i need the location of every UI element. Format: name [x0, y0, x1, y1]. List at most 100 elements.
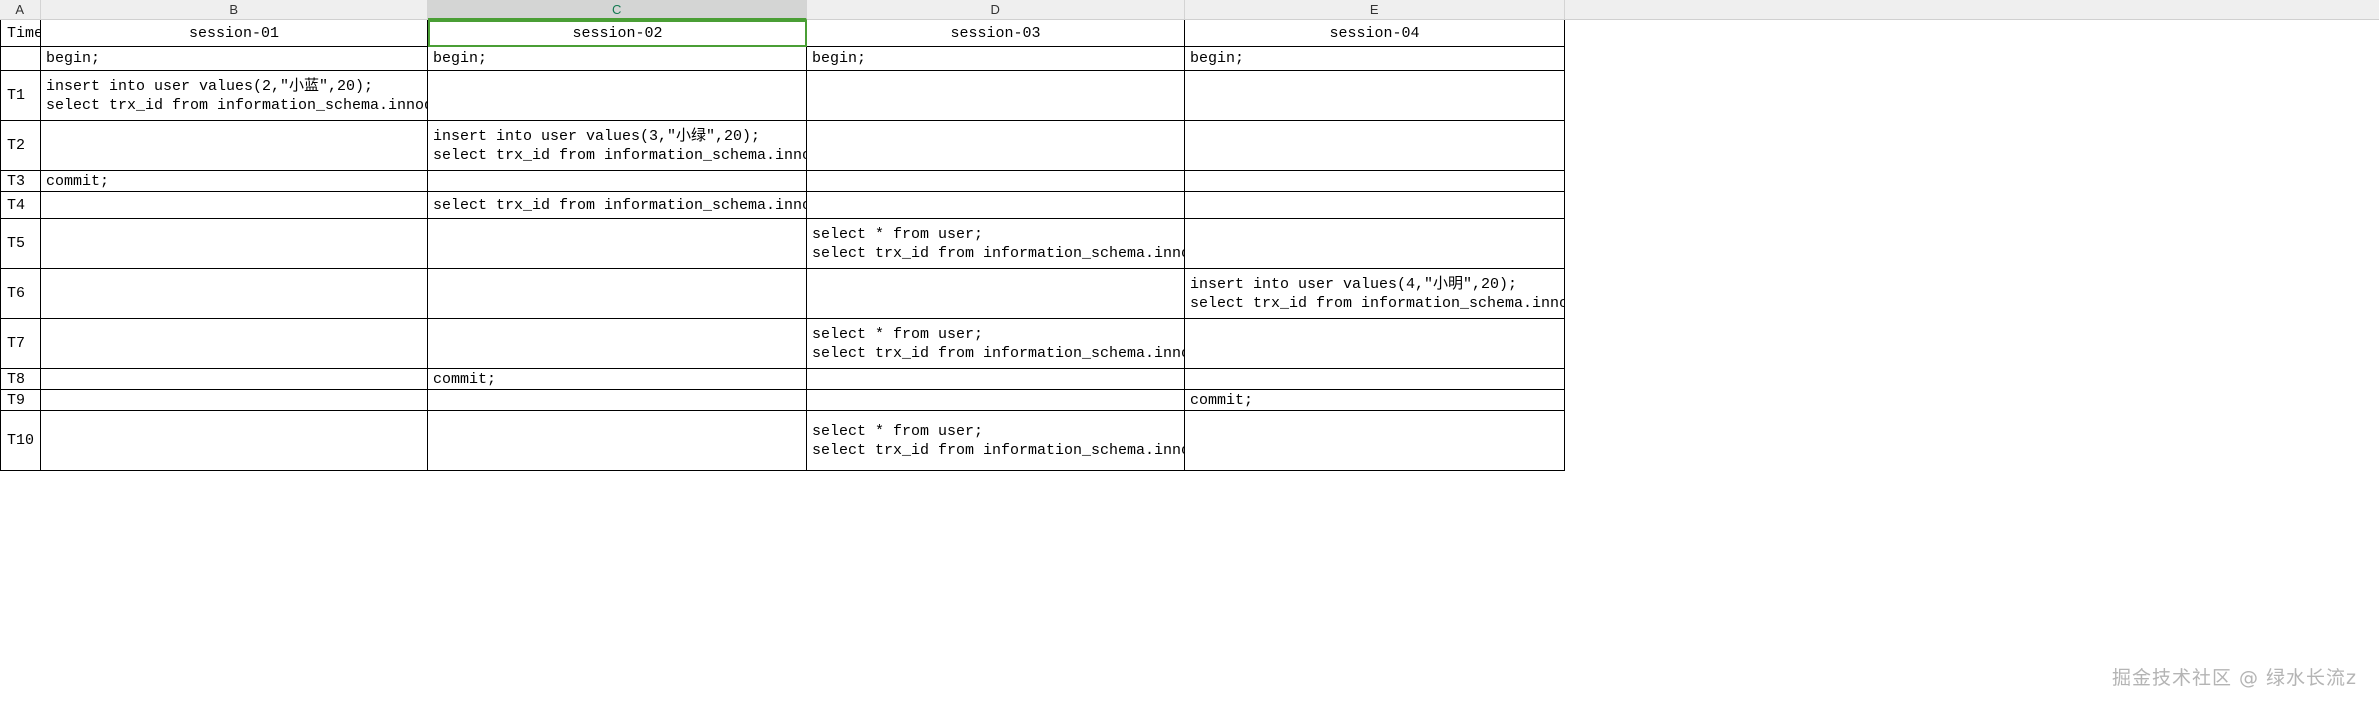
- cell-r10-c3[interactable]: select * from user;select trx_id from in…: [807, 411, 1185, 471]
- cell-r3-c3[interactable]: [807, 171, 1185, 192]
- cell-r3-c2[interactable]: [428, 171, 807, 192]
- cell-r1-c2[interactable]: [428, 71, 807, 121]
- cell-r1-c3[interactable]: [807, 71, 1185, 121]
- header-cell-time[interactable]: Time: [0, 20, 41, 47]
- cell-r9-c4[interactable]: commit;: [1185, 390, 1565, 411]
- cell-text-line: select trx_id from information_schema.in…: [46, 96, 427, 114]
- header-cell-session-4[interactable]: session-04: [1185, 20, 1565, 47]
- cell-text-line: select trx_id from information_schema.in…: [433, 196, 806, 214]
- cell-text-line: select trx_id from information_schema.in…: [812, 441, 1184, 459]
- cell-r0-c1[interactable]: begin;: [41, 47, 428, 71]
- cell-r8-c2[interactable]: commit;: [428, 369, 807, 390]
- cell-r10-c1[interactable]: [41, 411, 428, 471]
- cell-r5-c1[interactable]: [41, 219, 428, 269]
- cell-text-line: begin;: [46, 50, 101, 67]
- cell-r5-c4[interactable]: [1185, 219, 1565, 269]
- cell-text-line: select trx_id from information_schema.in…: [812, 344, 1184, 362]
- cell-r2-c2[interactable]: insert into user values(3,"小绿",20);selec…: [428, 121, 807, 171]
- header-cell-session-1[interactable]: session-01: [41, 20, 428, 47]
- cell-r8-c4[interactable]: [1185, 369, 1565, 390]
- cell-r7-c4[interactable]: [1185, 319, 1565, 369]
- row-label-cell[interactable]: T1: [0, 71, 41, 121]
- cell-r7-c1[interactable]: [41, 319, 428, 369]
- header-label-session-2: session-02: [572, 25, 663, 42]
- cell-text-line: select * from user;: [812, 325, 984, 343]
- cell-r4-c1[interactable]: [41, 192, 428, 219]
- row-label-cell[interactable]: T8: [0, 369, 41, 390]
- table-row: T9 commit;: [0, 390, 2379, 411]
- column-header-d[interactable]: D: [807, 0, 1185, 20]
- cell-r2-c3[interactable]: [807, 121, 1185, 171]
- sheet-grid: Time session-01 session-02 session-03 sessio…: [0, 20, 2379, 471]
- header-cell-session-2[interactable]: session-02: [428, 20, 807, 47]
- cell-r4-c3[interactable]: [807, 192, 1185, 219]
- column-header-c[interactable]: C: [428, 0, 807, 20]
- cell-r4-c4[interactable]: [1185, 192, 1565, 219]
- cell-text-line: commit;: [1190, 391, 1254, 409]
- cell-r7-c3[interactable]: select * from user;select trx_id from in…: [807, 319, 1185, 369]
- row-label-cell[interactable]: T10: [0, 411, 41, 471]
- table-row: T7 select * from user;select trx_id from …: [0, 319, 2379, 369]
- cell-r6-c1[interactable]: [41, 269, 428, 319]
- row-label: T10: [7, 432, 35, 449]
- cell-r0-c3[interactable]: begin;: [807, 47, 1185, 71]
- row-label: T1: [7, 87, 26, 104]
- cell-r3-c1[interactable]: commit;: [41, 171, 428, 192]
- cell-r0-c4[interactable]: begin;: [1185, 47, 1565, 71]
- header-cell-session-3[interactable]: session-03: [807, 20, 1185, 47]
- cell-r1-c4[interactable]: [1185, 71, 1565, 121]
- column-header-b[interactable]: B: [41, 0, 428, 20]
- header-label-time: Time: [7, 24, 41, 42]
- cell-text-line: select trx_id from information_schema.in…: [812, 244, 1184, 262]
- cell-text-line: select * from user;: [812, 422, 984, 440]
- row-label-cell[interactable]: T2: [0, 121, 41, 171]
- cell-r9-c3[interactable]: [807, 390, 1185, 411]
- cell-r2-c4[interactable]: [1185, 121, 1565, 171]
- cell-r2-c1[interactable]: [41, 121, 428, 171]
- column-header-a[interactable]: A: [0, 0, 41, 20]
- row-label-cell[interactable]: T9: [0, 390, 41, 411]
- table-row: T5 select * from user;select trx_id from …: [0, 219, 2379, 269]
- column-header-e[interactable]: E: [1185, 0, 1565, 20]
- cell-r0-c2[interactable]: begin;: [428, 47, 807, 71]
- row-label-cell[interactable]: T3: [0, 171, 41, 192]
- session-header-row: Time session-01 session-02 session-03 sessio…: [0, 20, 2379, 47]
- cell-r10-c2[interactable]: [428, 411, 807, 471]
- cell-text-line: select * from user;: [812, 225, 984, 243]
- watermark: 掘金技术社区 @ 绿水长流z: [2111, 667, 2357, 689]
- cell-r6-c4[interactable]: insert into user values(4,"小明",20);selec…: [1185, 269, 1565, 319]
- header-label-session-4: session-04: [1329, 24, 1420, 42]
- cell-r6-c3[interactable]: [807, 269, 1185, 319]
- cell-text-line: select trx_id from information_schema.in…: [1190, 294, 1564, 312]
- header-label-session-3: session-03: [950, 24, 1041, 42]
- cell-text-line: begin;: [812, 50, 867, 67]
- cell-r8-c1[interactable]: [41, 369, 428, 390]
- cell-r8-c3[interactable]: [807, 369, 1185, 390]
- cell-r10-c4[interactable]: [1185, 411, 1565, 471]
- table-row: T3 commit;: [0, 171, 2379, 192]
- cell-r3-c4[interactable]: [1185, 171, 1565, 192]
- cell-text-line: commit;: [433, 370, 497, 388]
- row-label-cell[interactable]: T5: [0, 219, 41, 269]
- cell-text-line: insert into user values(4,"小明",20);: [1190, 275, 1518, 293]
- row-label-cell[interactable]: T6: [0, 269, 41, 319]
- cell-text-line: insert into user values(2,"小蓝",20);: [46, 77, 374, 95]
- cell-r1-c1[interactable]: insert into user values(2,"小蓝",20);selec…: [41, 71, 428, 121]
- row-label: T9: [7, 391, 26, 409]
- row-label-cell[interactable]: T7: [0, 319, 41, 369]
- cell-r5-c2[interactable]: [428, 219, 807, 269]
- cell-r9-c2[interactable]: [428, 390, 807, 411]
- cell-r7-c2[interactable]: [428, 319, 807, 369]
- row-label: T3: [7, 172, 26, 190]
- cell-r4-c2[interactable]: select trx_id from information_schema.in…: [428, 192, 807, 219]
- table-row: T4 select trx_id from information_schema.…: [0, 192, 2379, 219]
- header-label-session-1: session-01: [188, 24, 279, 42]
- row-label-cell[interactable]: T4: [0, 192, 41, 219]
- cell-text-line: select trx_id from information_schema.in…: [433, 146, 806, 164]
- table-row: T6 insert into user values(4,"小明",20);sel…: [0, 269, 2379, 319]
- cell-r5-c3[interactable]: select * from user;select trx_id from in…: [807, 219, 1185, 269]
- row-label-cell[interactable]: [0, 47, 41, 71]
- cell-r9-c1[interactable]: [41, 390, 428, 411]
- cell-r6-c2[interactable]: [428, 269, 807, 319]
